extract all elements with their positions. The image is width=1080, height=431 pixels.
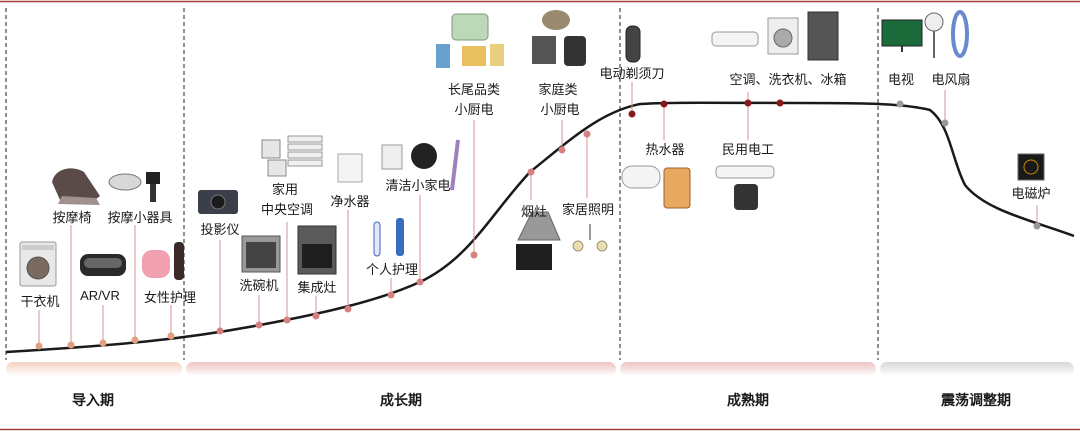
dishwasher-icon [242, 236, 280, 272]
range-hood-icon [516, 212, 560, 270]
label-projector: 投影仪 [200, 222, 239, 238]
label-central-ac-line2: 中央空调 [261, 203, 313, 218]
dot-vr [100, 340, 107, 347]
label-vr: AR/VR [80, 288, 120, 303]
dot-tv [897, 101, 904, 108]
label-longtail-line1: 长尾品类 [448, 83, 500, 98]
integrated-stove-icon [298, 226, 336, 274]
stage-label-shakeout: 震荡调整期 [940, 392, 1011, 409]
dot-water-heater [661, 101, 668, 108]
dot-induction [1034, 223, 1041, 230]
label-integrated-stove: 集成灶 [297, 280, 336, 296]
shaver-icon [626, 26, 640, 62]
water-purifier-icon [338, 154, 362, 182]
electrical-icon [716, 166, 774, 210]
label-big-three: 空调、洗衣机、冰箱 [729, 72, 846, 88]
dot-purifier [345, 306, 352, 313]
dot-central-ac [284, 317, 291, 324]
fan-icon [925, 12, 967, 58]
massager-icon [109, 172, 160, 202]
dot-projector [217, 328, 224, 335]
dot-home-kitchen [559, 147, 566, 154]
label-personal-care: 个人护理 [366, 263, 418, 278]
label-small-massager: 按摩小器具 [107, 210, 172, 226]
label-massage-chair: 按摩椅 [52, 210, 91, 226]
big-three-icon [712, 12, 838, 60]
label-fan: 电风扇 [931, 72, 970, 88]
central-ac-icon [262, 136, 322, 176]
dot-range-hood [528, 169, 535, 176]
label-electrical: 民用电工 [722, 143, 774, 158]
label-longtail-line2: 小厨电 [454, 103, 493, 118]
dot-longtail [471, 252, 478, 259]
women-care-icon [142, 242, 184, 280]
stage-label-mature: 成熟期 [727, 392, 769, 409]
dot-cleaning [417, 279, 424, 286]
label-dryer: 干衣机 [20, 294, 59, 310]
dot-dryer [36, 343, 43, 350]
dot-personal-care [388, 292, 395, 299]
label-home-kitchen-line2: 小厨电 [540, 103, 579, 118]
stage-band-mature [620, 362, 876, 376]
massage-chair-icon [52, 168, 100, 205]
dot-women-care [168, 333, 175, 340]
dot-lighting [584, 131, 591, 138]
dot-small-massager [132, 337, 139, 344]
label-range-hood: 烟灶 [521, 205, 547, 220]
dot-dishwasher [256, 322, 263, 329]
longtail-kitchen-icon [436, 14, 504, 68]
personal-care-icon [374, 218, 404, 256]
home-kitchen-icon [532, 10, 586, 66]
stage-band-intro [6, 362, 182, 376]
label-cleaning: 清洁小家电 [385, 178, 450, 194]
label-dishwasher: 洗碗机 [239, 278, 278, 294]
dryer-icon [20, 242, 56, 286]
label-water-purifier: 净水器 [330, 195, 369, 210]
label-central-ac-line1: 家用 [272, 182, 298, 198]
induction-icon [1018, 154, 1044, 180]
water-heater-icon [622, 166, 690, 208]
label-lighting: 家居照明 [562, 202, 614, 218]
stage-label-intro: 导入期 [72, 393, 114, 409]
stage-band-growth [186, 362, 616, 376]
label-women-care: 女性护理 [144, 290, 196, 306]
dot-stove [313, 313, 320, 320]
dot-massage-chair [68, 342, 75, 349]
dot-electrical [745, 100, 752, 107]
label-shaver: 电动剃须刀 [599, 67, 664, 82]
stage-label-growth: 成长期 [380, 392, 422, 409]
label-home-kitchen-line1: 家庭类 [538, 82, 577, 98]
label-induction: 电磁炉 [1011, 187, 1050, 202]
label-water-heater: 热水器 [645, 143, 684, 158]
dot-fan [942, 120, 949, 127]
stage-band-shakeout [880, 362, 1074, 376]
vr-icon [80, 254, 126, 276]
lighting-icon [573, 224, 607, 251]
projector-icon [198, 190, 238, 214]
dot-shaver [629, 111, 636, 118]
dot-big-three [777, 100, 784, 107]
label-tv: 电视 [888, 73, 914, 88]
tv-icon [882, 20, 922, 52]
